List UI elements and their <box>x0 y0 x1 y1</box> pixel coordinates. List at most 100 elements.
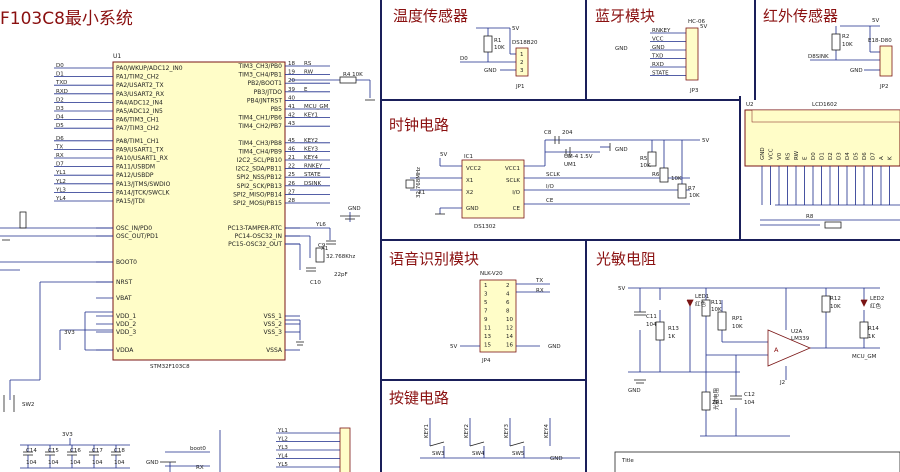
mcu-left-net-label: YL4 <box>55 196 66 202</box>
lcd-r8 <box>824 221 842 229</box>
mcu-left-net-label: D7 <box>56 162 64 168</box>
temp-gnd: GND <box>484 68 497 74</box>
bt-pin-label: TXD <box>651 54 663 60</box>
mcu-right-net-label: STATE <box>304 172 321 178</box>
keys-gnd: GND <box>550 456 563 462</box>
yl-net-label: YL3 <box>277 445 288 451</box>
photo-r13: R13 <box>668 326 679 332</box>
svg-text:2: 2 <box>520 60 524 66</box>
clock-vcc: 5V <box>440 152 447 158</box>
photo-c12v: 104 <box>744 400 755 406</box>
clock-vcc-right: 5V <box>702 138 709 144</box>
mcu-left-net-label: D1 <box>56 72 64 78</box>
photo-r13v: 1K <box>668 334 675 340</box>
cap-value: 104 <box>70 460 81 466</box>
temp-vcc: 5V <box>512 26 519 32</box>
ir-resistor <box>831 33 841 51</box>
key-switch-blade <box>429 441 445 447</box>
mcu-right-pin-label: TIM4_CH1/PB6 <box>237 115 282 122</box>
mcu-right-pin-number: 46 <box>288 146 295 152</box>
mcu-right-net-label: RS <box>304 61 312 67</box>
lcd-ref: U2 <box>746 102 754 108</box>
mcu-right-pin-number: 45 <box>288 138 295 144</box>
lcd-pin-label: E <box>803 156 809 160</box>
photo-led2-color: 红色 <box>870 302 882 310</box>
mcu-right-pin-label: SPI2_SCK/PB13 <box>237 183 283 190</box>
photo-led1-color: 红色 <box>695 300 707 308</box>
clock-gnd: GND <box>615 147 628 153</box>
cap-ref: C18 <box>114 448 125 454</box>
temp-connector <box>515 47 529 77</box>
yl-connector-body <box>339 427 351 472</box>
clock-r6: R6 <box>652 172 660 178</box>
mcu-right-pin-label: SPI2_MISO/PB14 <box>233 191 282 198</box>
lcd-pin-label: K <box>888 156 894 160</box>
voice-jp: JP4 <box>481 358 491 364</box>
mcu-right-pin-label: VSSA <box>266 347 283 354</box>
lcd-pin-label: VCC <box>769 148 775 160</box>
ir-vcc: 5V <box>872 18 879 24</box>
lcd-pin-label: RS <box>786 152 792 160</box>
photo-wires <box>628 287 880 437</box>
mcu-left-pin-label: PA4/ADC12_IN4 <box>116 99 163 106</box>
photo-c11v: 104 <box>646 322 657 328</box>
mcu-right-pin-label: PC13-TAMPER-RTC <box>228 225 282 232</box>
mcu-left-pin-label: PA12/USBDP <box>116 172 154 179</box>
mcu-right-pin-number: 27 <box>288 189 295 195</box>
mcu-left-pin-label: PA2/USART2_TX <box>116 82 164 89</box>
clock-left-pin: X2 <box>466 190 473 196</box>
mcu-left-pin-label: PA0/WKUP/ADC12_IN0 <box>116 65 183 72</box>
photo-parts <box>634 295 869 411</box>
mcu-left-net-label: RXD <box>56 89 68 95</box>
voice-connector <box>479 279 517 353</box>
temp-net: D0 <box>460 56 468 62</box>
voice-wires <box>460 283 550 347</box>
bt-connector <box>685 27 699 81</box>
temp-part: DS18B20 <box>512 40 538 46</box>
photo-zr: ZR1 <box>712 400 723 406</box>
voice-pin-left: 3 <box>484 292 488 298</box>
mcu-right-pin-number: 39 <box>288 87 295 93</box>
mcu-right-pin-number: 21 <box>288 155 295 161</box>
ir-r-ref: R2 <box>842 34 849 40</box>
photo-out: MCU_GM <box>852 354 877 360</box>
lcd-bus-wires <box>760 204 900 226</box>
lcd-pin-label: D2 <box>828 152 834 160</box>
lcd-pin-label: D4 <box>845 152 851 160</box>
photo-r12v: 10K <box>830 304 841 310</box>
voice-pin-right: 12 <box>506 326 513 332</box>
mcu-right-pin-label: PB5 <box>270 106 282 113</box>
mcu-left-pin-label: PA8/TIM1_CH1 <box>116 138 159 145</box>
yl-net-label: YL5 <box>277 462 288 468</box>
opamp-j2: J2 <box>779 380 785 386</box>
title-clock: 时钟电路 <box>389 116 450 134</box>
photo-c12: C12 <box>744 392 755 398</box>
clock-net-ce: CE <box>546 198 554 204</box>
ir-net: D8SINK <box>808 54 829 60</box>
title-block-label: Title <box>621 458 634 464</box>
mcu-3v3-label: 3V3 <box>64 330 75 336</box>
ir-r-value: 10K <box>842 42 853 48</box>
key-label: KEY3 <box>504 424 510 438</box>
clock-parts <box>405 136 687 215</box>
voice-vcc: 5V <box>450 344 457 350</box>
opamp-a: A <box>774 346 779 354</box>
ir-jp: JP2 <box>879 84 888 90</box>
mcu-left-pin-label: PA6/TIM3_CH1 <box>116 117 159 124</box>
c9-label: C9 <box>318 243 326 249</box>
bt-pin-label: RXD <box>652 62 664 68</box>
mcu-left-net-label: D5 <box>56 123 64 129</box>
opamp-ref: U2A <box>791 329 803 335</box>
clock-wires <box>410 139 700 214</box>
title-keys: 按键电路 <box>389 389 450 407</box>
voice-tx: TX <box>535 278 543 284</box>
cap-value: 104 <box>48 460 59 466</box>
key-label: KEY2 <box>464 424 470 438</box>
key-sw-label: SW3 <box>432 451 445 457</box>
clock-right-pin: CE <box>513 206 521 212</box>
